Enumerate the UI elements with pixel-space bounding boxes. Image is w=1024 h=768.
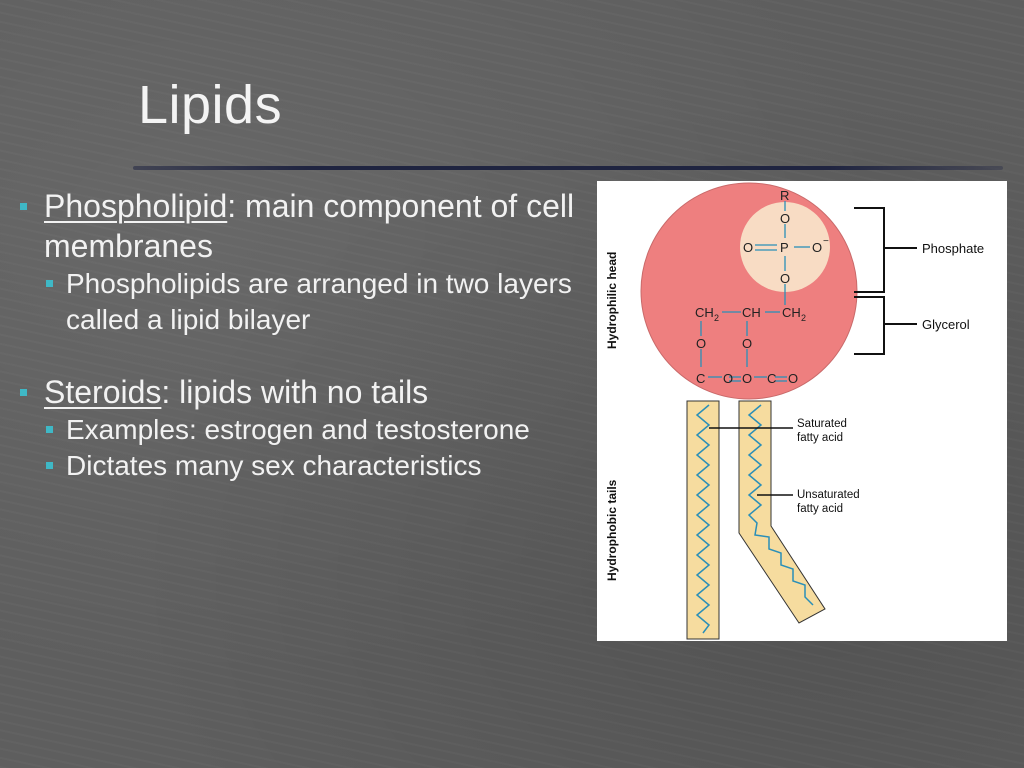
label-hydrophilic-head: Hydrophilic head: [605, 252, 619, 349]
label-saturated-line2: fatty acid: [797, 432, 843, 444]
sub-bullet-marker: [46, 280, 53, 287]
term-steroids: Steroids: [44, 374, 162, 410]
phosphate-group: [740, 202, 830, 292]
slide-title: Lipids: [138, 75, 283, 135]
atom-r: R: [780, 188, 789, 203]
sub-bullet-text: Phospholipids are arranged in two layers…: [66, 268, 572, 335]
phospholipid-definition: : main component of cell membranes: [44, 188, 575, 264]
bond-lines: [700, 201, 810, 382]
atom-p: P: [780, 240, 789, 255]
hydrophilic-head: [640, 182, 858, 400]
bullet-marker: [20, 389, 27, 396]
sub-bullet-marker: [46, 462, 53, 469]
atom-o-bottom: O: [780, 271, 790, 286]
subscript-2-right: 2: [801, 313, 806, 323]
sub-bullet-sex-characteristics: Dictates many sex characteristics: [18, 448, 598, 484]
charge-minus: −: [823, 236, 829, 247]
sub-bullet-text: Dictates many sex characteristics: [66, 450, 482, 481]
subscript-2-left: 2: [714, 313, 719, 323]
sub-bullet-text: Examples: estrogen and testosterone: [66, 414, 530, 445]
group-ch2-right: CH: [782, 305, 801, 320]
atom-c-left: C: [696, 371, 705, 386]
phospholipid-diagram-svg: R O O P O − O CH 2 CH CH 2 O O C O O C O: [605, 182, 984, 640]
sub-bullet-examples: Examples: estrogen and testosterone: [18, 412, 598, 448]
phospholipid-diagram: R O O P O − O CH 2 CH CH 2 O O C O O C O: [597, 181, 1007, 641]
sub-bullet-marker: [46, 426, 53, 433]
bullet-marker: [20, 203, 27, 210]
atom-o-middle: O: [742, 371, 752, 386]
group-ch2-left: CH: [695, 305, 714, 320]
brackets: [854, 207, 917, 355]
label-hydrophobic-tails: Hydrophobic tails: [605, 479, 619, 581]
label-unsaturated-line1: Unsaturated: [797, 489, 860, 501]
label-saturated-line1: Saturated: [797, 418, 847, 430]
saturated-chain: [695, 404, 711, 634]
atom-o-top: O: [780, 211, 790, 226]
bullet-list: Phospholipid: main component of cell mem…: [18, 186, 598, 484]
bullet-steroids: Steroids: lipids with no tails: [18, 372, 598, 412]
sub-bullet-lipid-bilayer: Phospholipids are arranged in two layers…: [18, 266, 598, 338]
label-glycerol: Glycerol: [922, 317, 970, 332]
atom-o-ester-right: O: [742, 336, 752, 351]
atom-o-minus: O: [812, 240, 822, 255]
bullet-phospholipid: Phospholipid: main component of cell mem…: [18, 186, 598, 266]
group-ch: CH: [742, 305, 761, 320]
atom-o-ester-left: O: [696, 336, 706, 351]
atom-c-right: C: [767, 371, 776, 386]
unsaturated-chain: [747, 404, 814, 606]
label-phosphate: Phosphate: [922, 241, 984, 256]
callout-lines: [709, 427, 793, 496]
steroids-definition: : lipids with no tails: [161, 374, 429, 410]
label-unsaturated-line2: fatty acid: [797, 503, 843, 515]
atom-o-right-carbonyl: O: [788, 371, 798, 386]
atom-o-left-carbonyl: O: [723, 371, 733, 386]
title-underline: [133, 166, 1003, 170]
term-phospholipid: Phospholipid: [44, 188, 228, 224]
unsaturated-tail: [738, 400, 826, 624]
atom-o-double: O: [743, 240, 753, 255]
